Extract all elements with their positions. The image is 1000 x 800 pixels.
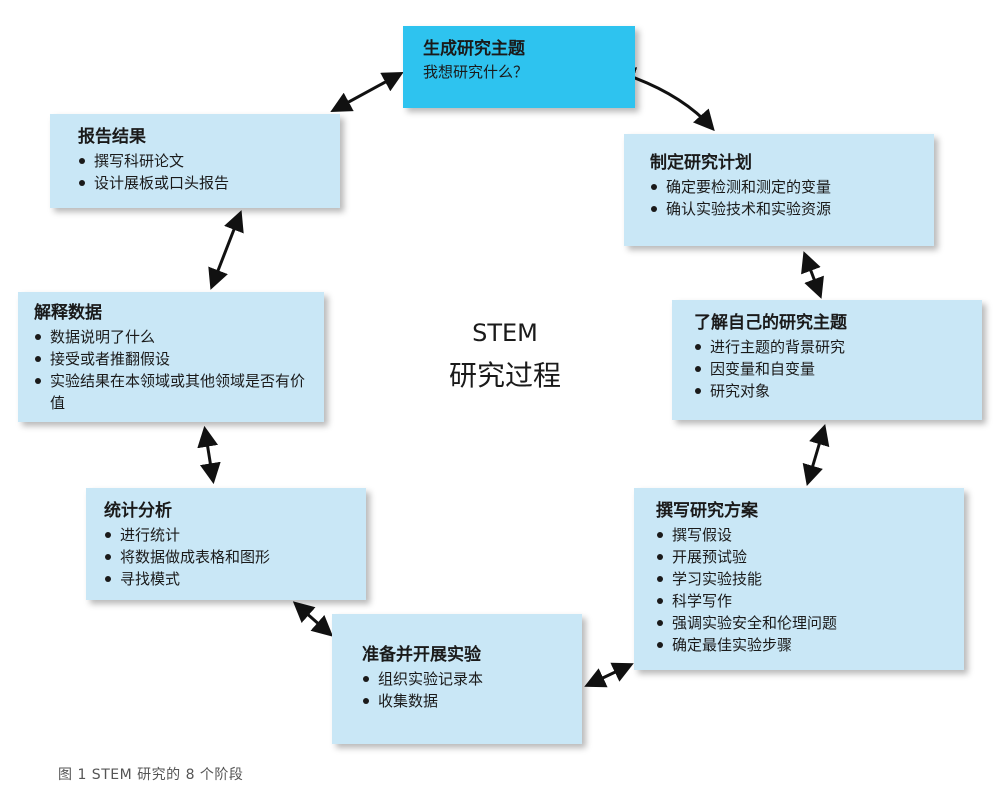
stage-statistical-analysis: 统计分析 进行统计 将数据做成表格和图形 寻找模式 xyxy=(86,488,366,600)
list-item: 接受或者推翻假设 xyxy=(34,348,310,370)
stage-title: 报告结果 xyxy=(78,127,146,147)
list-item: 进行主题的背景研究 xyxy=(694,336,968,358)
list-item: 科学写作 xyxy=(656,590,950,612)
list-item: 设计展板或口头报告 xyxy=(78,172,326,194)
stage-title: 了解自己的研究主题 xyxy=(694,313,847,333)
list-item: 因变量和自变量 xyxy=(694,358,968,380)
stage-subtitle: 我想研究什么？ xyxy=(423,63,529,81)
list-item: 收集数据 xyxy=(362,690,568,712)
stage-items: 进行统计 将数据做成表格和图形 寻找模式 xyxy=(104,524,352,590)
stage-items: 确定要检测和测定的变量 确认实验技术和实验资源 xyxy=(650,176,920,220)
stage-items: 撰写科研论文 设计展板或口头报告 xyxy=(78,150,326,194)
diagram-center-label: STEM 研究过程 xyxy=(400,318,610,396)
list-item: 确定最佳实验步骤 xyxy=(656,634,950,656)
arrow-proposal-conduct xyxy=(584,662,634,688)
stage-title: 统计分析 xyxy=(104,501,172,521)
stage-title: 生成研究主题 xyxy=(423,39,525,59)
stage-items: 数据说明了什么 接受或者推翻假设 实验结果在本领域或其他领域是否有价值 xyxy=(34,326,310,414)
list-item: 撰写假设 xyxy=(656,524,950,546)
list-item: 进行统计 xyxy=(104,524,352,546)
stage-title: 准备并开展实验 xyxy=(362,645,481,665)
list-item: 将数据做成表格和图形 xyxy=(104,546,352,568)
stage-write-proposal: 撰写研究方案 撰写假设 开展预试验 学习实验技能 科学写作 强调实验安全和伦理问… xyxy=(634,488,964,670)
list-item: 强调实验安全和伦理问题 xyxy=(656,612,950,634)
arrow-learn-proposal xyxy=(802,423,830,487)
list-item: 确定要检测和测定的变量 xyxy=(650,176,920,198)
list-item: 寻找模式 xyxy=(104,568,352,590)
arrow-stats-interpret xyxy=(197,425,221,485)
stage-title: 撰写研究方案 xyxy=(656,501,758,521)
stage-generate-topic: 生成研究主题 我想研究什么？ xyxy=(403,26,635,108)
arrow-conduct-stats xyxy=(292,601,334,637)
arrow-interpret-report xyxy=(208,210,244,290)
figure-caption: 图 1 STEM 研究的 8 个阶段 xyxy=(58,767,244,783)
arrow-plan-learn xyxy=(801,251,824,299)
list-item: 学习实验技能 xyxy=(656,568,950,590)
list-item: 研究对象 xyxy=(694,380,968,402)
list-item: 撰写科研论文 xyxy=(78,150,326,172)
center-line-1: STEM xyxy=(472,319,538,347)
stage-items: 进行主题的背景研究 因变量和自变量 研究对象 xyxy=(694,336,968,402)
stage-make-plan: 制定研究计划 确定要检测和测定的变量 确认实验技术和实验资源 xyxy=(624,134,934,246)
stage-report-results: 报告结果 撰写科研论文 设计展板或口头报告 xyxy=(50,114,340,208)
list-item: 数据说明了什么 xyxy=(34,326,310,348)
list-item: 组织实验记录本 xyxy=(362,668,568,690)
stage-items: 撰写假设 开展预试验 学习实验技能 科学写作 强调实验安全和伦理问题 确定最佳实… xyxy=(656,524,950,656)
stage-interpret-data: 解释数据 数据说明了什么 接受或者推翻假设 实验结果在本领域或其他领域是否有价值 xyxy=(18,292,324,422)
list-item: 确认实验技术和实验资源 xyxy=(650,198,920,220)
stage-title: 解释数据 xyxy=(34,303,102,323)
stage-title: 制定研究计划 xyxy=(650,153,752,173)
list-item: 实验结果在本领域或其他领域是否有价值 xyxy=(34,370,310,414)
arrow-report-topic xyxy=(330,71,404,113)
stage-items: 组织实验记录本 收集数据 xyxy=(362,668,568,712)
center-line-2: 研究过程 xyxy=(448,359,561,392)
stage-learn-topic: 了解自己的研究主题 进行主题的背景研究 因变量和自变量 研究对象 xyxy=(672,300,982,420)
list-item: 开展预试验 xyxy=(656,546,950,568)
stage-conduct-experiment: 准备并开展实验 组织实验记录本 收集数据 xyxy=(332,614,582,744)
